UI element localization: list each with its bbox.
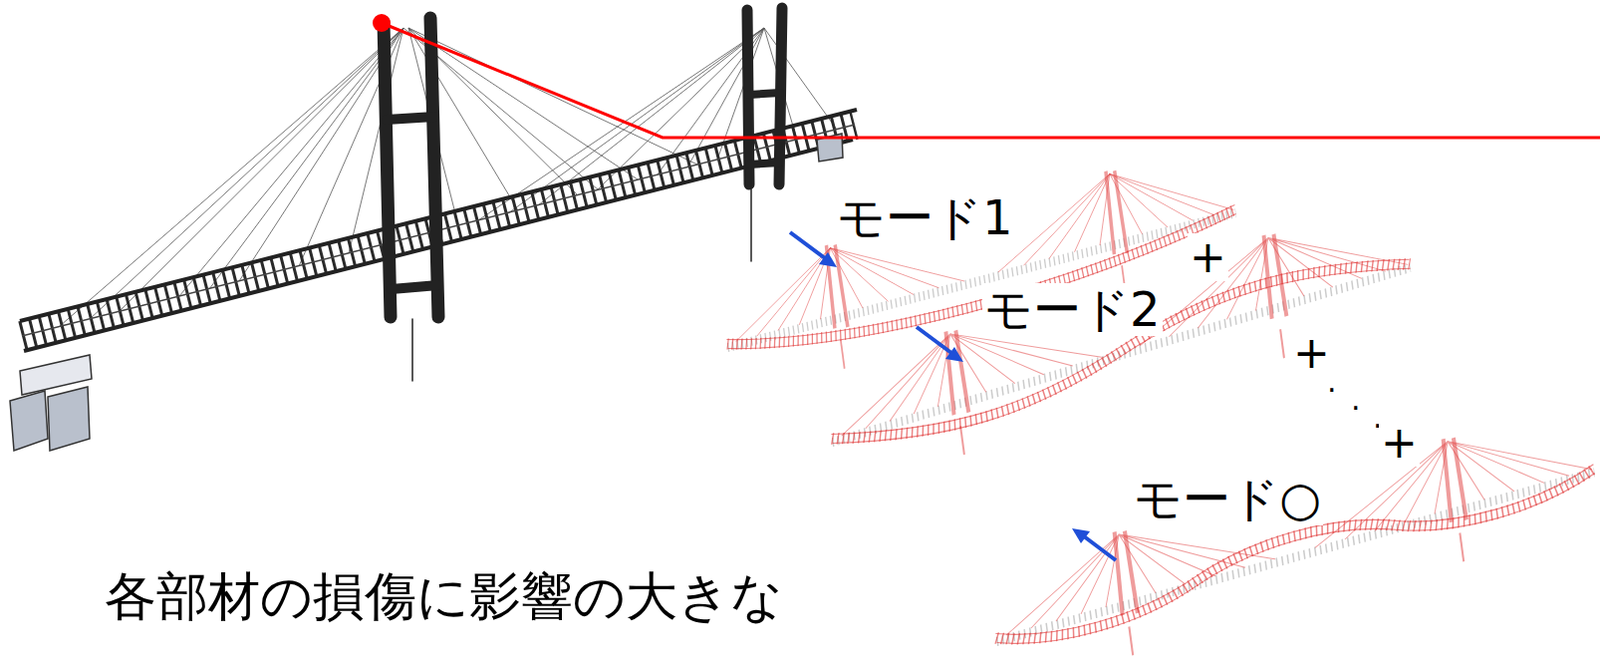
plus-sign: + <box>1187 233 1229 281</box>
mode-label: モード○ <box>1131 472 1324 526</box>
mode-label: モード2 <box>982 282 1163 336</box>
main-bridge <box>9 7 857 451</box>
ellipsis-dot: . <box>1325 364 1339 398</box>
mode-shape-1 <box>718 139 1244 398</box>
blue-arrows <box>790 232 1116 560</box>
plus-sign: + <box>1291 328 1333 377</box>
caption-text: 各部材の損傷に影響の大きな <box>102 567 786 625</box>
plus-sign: + <box>1378 418 1420 467</box>
mode-shape-n <box>987 398 1600 666</box>
mode-label: モード1 <box>834 191 1016 245</box>
ellipsis-dot: . <box>1348 382 1363 416</box>
pointer-line <box>372 13 1600 138</box>
